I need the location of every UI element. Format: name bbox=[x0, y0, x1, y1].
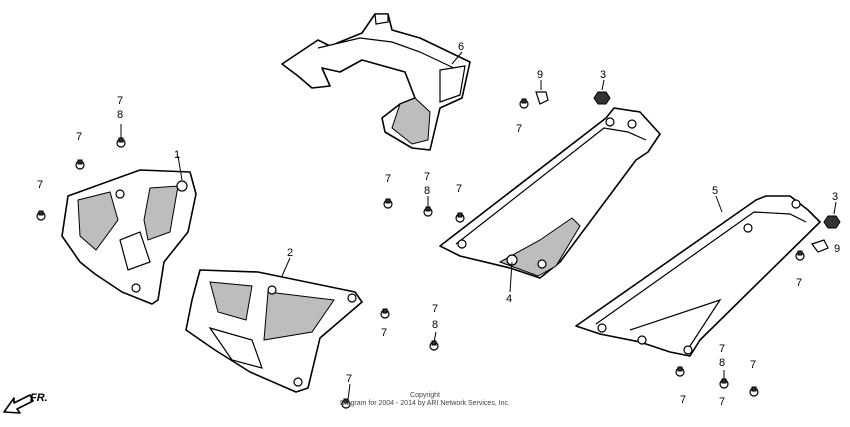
callout-7[interactable]: 7 bbox=[424, 171, 430, 183]
callout-7[interactable]: 7 bbox=[719, 343, 725, 355]
callout-8[interactable]: 8 bbox=[424, 185, 430, 197]
bolt-icon[interactable] bbox=[383, 198, 393, 209]
callout-7[interactable]: 7 bbox=[381, 327, 387, 339]
hardware-group bbox=[36, 91, 841, 409]
bolt-icon[interactable] bbox=[519, 98, 529, 109]
part-1-side-cover[interactable] bbox=[61, 169, 197, 305]
hole-icon bbox=[637, 335, 647, 345]
callout-6[interactable]: 6 bbox=[458, 41, 464, 53]
bolt-icon[interactable] bbox=[429, 340, 439, 351]
callout-7[interactable]: 7 bbox=[76, 131, 82, 143]
leader-lines bbox=[120, 51, 837, 401]
callout-7[interactable]: 7 bbox=[516, 123, 522, 135]
copyright-line-2: Diagram for 2004 - 2014 by ARI Network S… bbox=[339, 400, 511, 407]
part-5-side-panel[interactable] bbox=[575, 195, 821, 357]
grommet-icon bbox=[176, 180, 188, 192]
part-4-side-panel[interactable] bbox=[439, 107, 661, 279]
callout-7[interactable]: 7 bbox=[117, 95, 123, 107]
part-2-side-cover[interactable] bbox=[185, 269, 363, 393]
bolt-icon[interactable] bbox=[116, 137, 126, 148]
callout-9[interactable]: 9 bbox=[537, 69, 543, 81]
clip-icon[interactable] bbox=[811, 239, 829, 253]
part-6-upper-cover[interactable] bbox=[281, 13, 471, 151]
bolt-icon[interactable] bbox=[749, 386, 759, 397]
bolt-icon[interactable] bbox=[795, 250, 805, 261]
hole-icon bbox=[347, 293, 357, 303]
callout-8[interactable]: 8 bbox=[432, 319, 438, 331]
callout-3-right[interactable]: 3 bbox=[832, 191, 838, 203]
hole-icon bbox=[131, 283, 141, 293]
callout-7[interactable]: 7 bbox=[432, 303, 438, 315]
callout-1[interactable]: 1 bbox=[174, 149, 180, 161]
bolt-icon[interactable] bbox=[341, 398, 351, 409]
hole-icon bbox=[293, 377, 303, 387]
callout-7[interactable]: 7 bbox=[37, 179, 43, 191]
bolt-icon[interactable] bbox=[75, 159, 85, 170]
callout-5[interactable]: 5 bbox=[712, 185, 718, 197]
hole-icon bbox=[597, 323, 607, 333]
bolt-icon[interactable] bbox=[675, 366, 685, 377]
direction-label: FR. bbox=[30, 392, 48, 404]
hole-icon bbox=[743, 223, 753, 233]
nut-icon[interactable] bbox=[593, 91, 611, 105]
callout-4[interactable]: 4 bbox=[506, 293, 512, 305]
callout-2[interactable]: 2 bbox=[287, 247, 293, 259]
hole-icon bbox=[627, 119, 637, 129]
callout-7[interactable]: 7 bbox=[456, 183, 462, 195]
hole-icon bbox=[791, 199, 801, 209]
bolt-icon[interactable] bbox=[423, 206, 433, 217]
callout-7[interactable]: 7 bbox=[719, 396, 725, 408]
bolt-icon[interactable] bbox=[36, 210, 46, 221]
bolt-icon[interactable] bbox=[380, 308, 390, 319]
callout-labels: 1 2 3 3 4 5 6 7 7 7 7 7 7 7 7 7 7 7 7 7 … bbox=[37, 41, 840, 408]
callout-7[interactable]: 7 bbox=[750, 359, 756, 371]
front-direction-arrow-icon bbox=[3, 394, 34, 414]
nut-icon[interactable] bbox=[823, 215, 841, 229]
callout-7[interactable]: 7 bbox=[796, 277, 802, 289]
hole-icon bbox=[683, 345, 693, 355]
hole-icon bbox=[457, 239, 467, 249]
callout-9[interactable]: 9 bbox=[834, 243, 840, 255]
copyright-line-1: Copyright bbox=[410, 392, 440, 399]
hole-icon bbox=[537, 259, 547, 269]
callout-8[interactable]: 8 bbox=[117, 109, 123, 121]
hole-icon bbox=[267, 285, 277, 295]
clip-icon[interactable] bbox=[535, 91, 549, 105]
bolt-icon[interactable] bbox=[719, 378, 729, 389]
callout-7[interactable]: 7 bbox=[680, 394, 686, 406]
hole-icon bbox=[115, 189, 125, 199]
bolt-icon[interactable] bbox=[455, 212, 465, 223]
callout-7[interactable]: 7 bbox=[346, 373, 352, 385]
callout-7[interactable]: 7 bbox=[385, 173, 391, 185]
callout-8[interactable]: 8 bbox=[719, 357, 725, 369]
callout-3-upper[interactable]: 3 bbox=[600, 69, 606, 81]
hole-icon bbox=[605, 117, 615, 127]
